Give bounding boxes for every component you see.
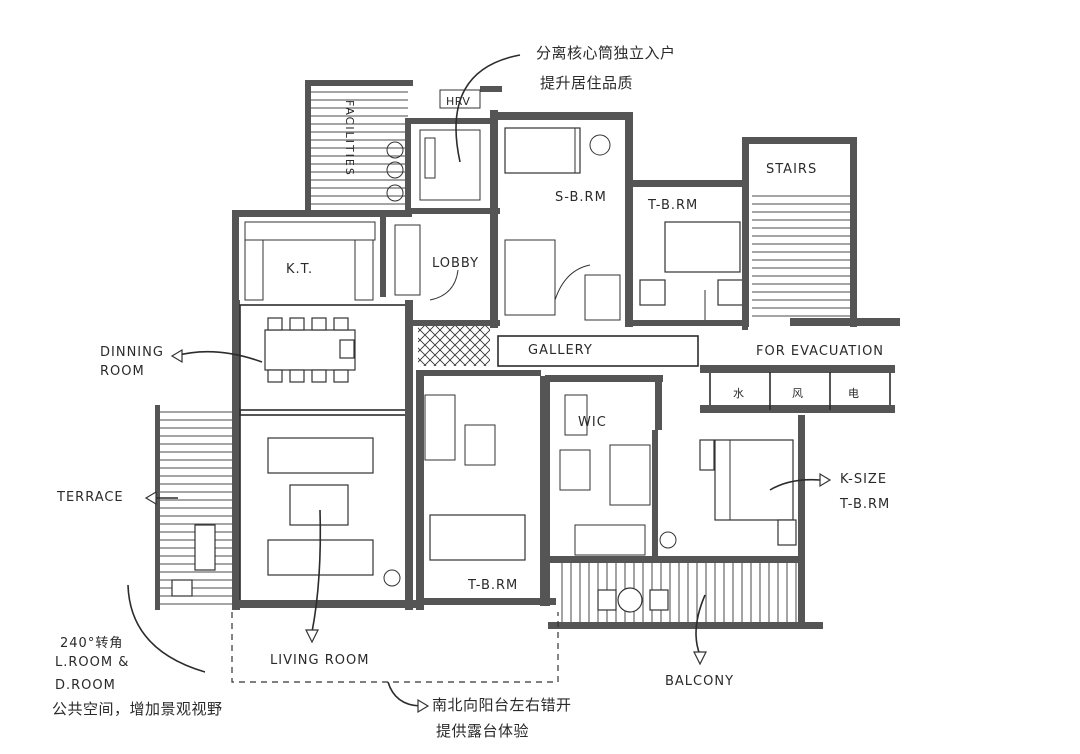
middle-bath-and-bedroom xyxy=(416,370,556,610)
core-annotation-line1: 分离核心筒独立入户 xyxy=(536,44,676,62)
corner-annotation-line4: 公共空间，增加景观视野 xyxy=(52,700,223,718)
terrace-label: TERRACE xyxy=(57,490,124,505)
evacuation-shafts xyxy=(700,365,895,413)
public-space-outline xyxy=(231,612,559,683)
gallery-label: GALLERY xyxy=(528,343,593,358)
hrv-label: HRV xyxy=(446,95,471,108)
balcony-label: BALCONY xyxy=(665,674,735,689)
t-b-rm-right-label: T-B.RM xyxy=(840,497,891,512)
balcony-annotation-line2: 提供露台体验 xyxy=(436,722,530,740)
s-b-rm-label: S-B.RM xyxy=(555,190,607,205)
wic-label: WIC xyxy=(578,415,607,430)
annotation-arrows xyxy=(127,54,832,714)
balcony-area xyxy=(548,556,823,629)
living-room-label: LIVING ROOM xyxy=(270,653,370,668)
shaft-wind-label: 风 xyxy=(792,387,804,400)
terrace-area xyxy=(155,405,232,610)
for-evacuation-label: FOR EVACUATION xyxy=(756,344,885,359)
t-b-rm-top-label: T-B.RM xyxy=(648,198,699,213)
facilities-block xyxy=(305,80,502,212)
dinning-room-label: DINNING ROOM xyxy=(100,345,164,379)
stairs-block xyxy=(742,137,900,327)
entry-vestibule xyxy=(405,110,498,215)
gallery-corridor xyxy=(410,320,699,367)
stairs-label: STAIRS xyxy=(766,162,818,177)
corner-annotation-line3: D.ROOM xyxy=(55,678,116,693)
k-size-label: K-SIZE xyxy=(840,472,888,487)
balcony-annotation-line1: 南北向阳台左右错开 xyxy=(432,696,572,714)
corner-annotation-line2: L.ROOM & xyxy=(55,655,130,670)
core-annotation-line2: 提升居住品质 xyxy=(540,74,634,92)
living-room xyxy=(232,300,417,610)
corner-annotation-line1: 240°转角 xyxy=(60,636,124,651)
shaft-power-label: 电 xyxy=(848,387,860,400)
s-b-rm-room xyxy=(498,112,633,327)
k-size-bedroom xyxy=(699,415,805,625)
facilities-label: FACILITIES xyxy=(343,100,356,177)
shaft-water-label: 水 xyxy=(733,387,745,400)
t-b-rm-bottom-label: T-B.RM xyxy=(468,578,519,593)
dining-room xyxy=(232,300,411,610)
wic-and-bath xyxy=(545,375,677,560)
lobby-label: LOBBY xyxy=(432,256,480,271)
kt-label: K.T. xyxy=(286,262,314,277)
lobby-room xyxy=(394,208,500,328)
